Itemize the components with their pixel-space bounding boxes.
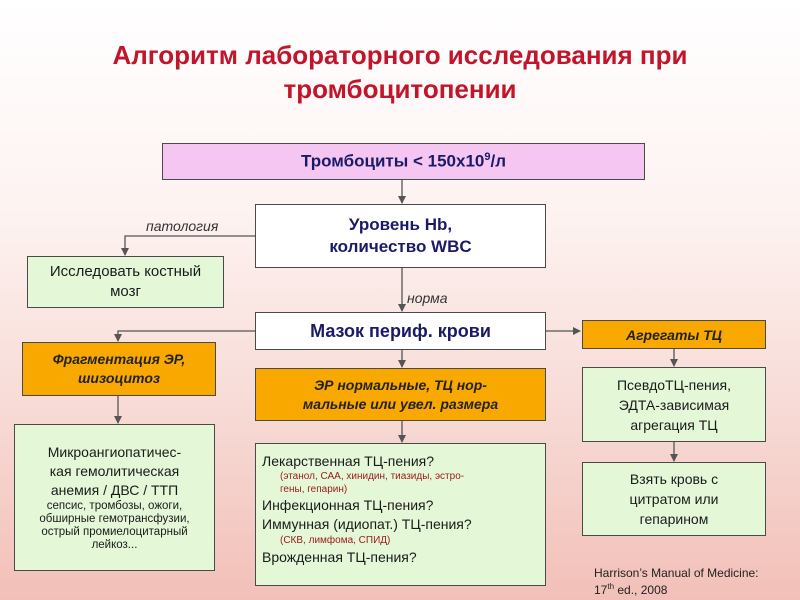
- page-title: Алгоритм лабораторного исследования при …: [20, 38, 780, 106]
- immune-item: Иммунная (идиопат.) ТЦ-пения?: [262, 516, 472, 532]
- edge-label-norm: норма: [407, 290, 448, 306]
- congenital-item: Врожденная ТЦ-пения?: [262, 549, 417, 565]
- blood-smear-node: Мазок периф. крови: [255, 312, 546, 350]
- differential-list-node: Лекарственная ТЦ-пения? (этанол, САА, хи…: [255, 443, 546, 586]
- title-line-1: Алгоритм лабораторного исследования при: [112, 40, 688, 70]
- aggregates-node: Агрегаты ТЦ: [582, 320, 766, 349]
- bone-marrow-node: Исследовать костный мозг: [27, 256, 224, 308]
- arrow-hb-to-bone-marrow: [121, 235, 255, 256]
- arrow-smear-to-fragmentation: [114, 330, 255, 342]
- citrate-node: Взять кровь с цитратом или гепарином: [582, 462, 766, 536]
- microangiopathic-node: Микроангиопатичес- кая гемолитическая ан…: [14, 424, 215, 571]
- title-line-2: тромбоцитопении: [283, 74, 517, 104]
- platelets-text: Тромбоциты < 150х109/л: [300, 151, 507, 171]
- hb-wbc-node: Уровень Hb, количество WBC: [255, 204, 546, 268]
- normal-rbc-node: ЭР нормальные, ТЦ нор- мальные или увел.…: [255, 368, 546, 421]
- reference-citation: Harrison’s Manual of Medicine: 17th ed.,…: [594, 566, 759, 597]
- pseudo-thrombocytopenia-node: ПсевдоТЦ-пения, ЭДТА-зависимая агрегация…: [582, 367, 766, 442]
- platelets-node: Тромбоциты < 150х109/л: [162, 143, 645, 180]
- drug-induced-item: Лекарственная ТЦ-пения?: [262, 453, 435, 469]
- edge-label-pathology: патология: [146, 218, 219, 234]
- fragmentation-node: Фрагментация ЭР, шизоцитоз: [22, 342, 216, 396]
- infection-item: Инфекционная ТЦ-пения?: [262, 497, 434, 513]
